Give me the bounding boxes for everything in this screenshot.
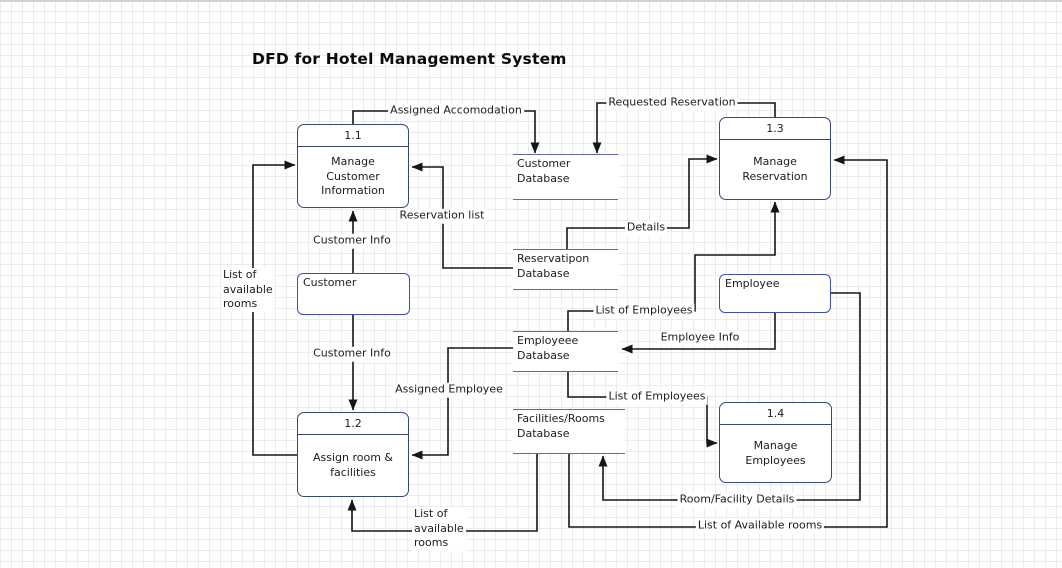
datastore-employee-database: Employeee Database [513, 331, 618, 372]
process-1-3-id: 1.3 [720, 118, 830, 140]
process-1-1-id: 1.1 [298, 125, 408, 147]
flow-list-of-employees-top-line [567, 201, 780, 332]
flow-label-list-of-employees-top: List of Employees [593, 303, 695, 319]
process-1-1-manage-customer-information: 1.1 Manage Customer Information [297, 124, 409, 208]
window-top-edge [0, 0, 1062, 2]
flow-label-list-of-available-rooms-long: List of Available rooms [695, 518, 825, 534]
process-1-2-assign-room-facilities: 1.2 Assign room & facilities [297, 412, 409, 497]
process-1-1-label: Manage Customer Information [321, 155, 385, 198]
datastore-reservation-database: Reservatipon Database [513, 249, 618, 290]
flow-label-assigned-employee: Assigned Employee [393, 382, 505, 398]
entity-customer: Customer [297, 273, 410, 315]
flow-label-customer-info-bottom: Customer Info [311, 346, 393, 362]
process-1-2-label: Assign room & facilities [312, 450, 394, 479]
process-1-4-label: Manage Employees [745, 438, 806, 467]
flow-label-list-of-available-rooms-left: List of available rooms [221, 268, 275, 312]
flow-label-requested-reservation: Requested Reservation [606, 95, 738, 111]
flow-label-room-facility-details: Room/Facility Details [677, 492, 797, 508]
process-1-4-id: 1.4 [720, 403, 831, 425]
flow-label-list-of-employees-bottom: List of Employees [606, 389, 708, 405]
process-1-3-label: Manage Reservation [742, 154, 808, 183]
flow-label-customer-info-top: Customer Info [311, 233, 393, 249]
process-1-2-id: 1.2 [298, 413, 408, 435]
entity-employee: Employee [719, 274, 831, 313]
flow-employee-info-line [621, 313, 776, 354]
flow-list-of-available-rooms-long-line [568, 155, 888, 528]
flow-label-assigned-accomodation: Assigned Accomodation [388, 103, 524, 119]
flow-room-facility-details-line [598, 292, 861, 501]
flow-details-line [566, 154, 718, 250]
datastore-facilities-rooms-database: Facilities/Rooms Database [513, 409, 625, 454]
process-1-3-manage-reservation: 1.3 Manage Reservation [719, 117, 831, 200]
process-1-4-manage-employees: 1.4 Manage Employees [719, 402, 832, 483]
diagram-title: DFD for Hotel Management System [252, 50, 567, 68]
datastore-customer-database: Customer Database [513, 154, 618, 200]
flow-assigned-employee-line [411, 347, 513, 460]
flow-label-details: Details [624, 220, 668, 236]
flow-label-reservation-list: Reservation list [397, 208, 487, 224]
flow-label-list-of-available-rooms-bottom: List of available rooms [412, 507, 466, 551]
flow-label-employee-info: Employee Info [658, 330, 742, 346]
